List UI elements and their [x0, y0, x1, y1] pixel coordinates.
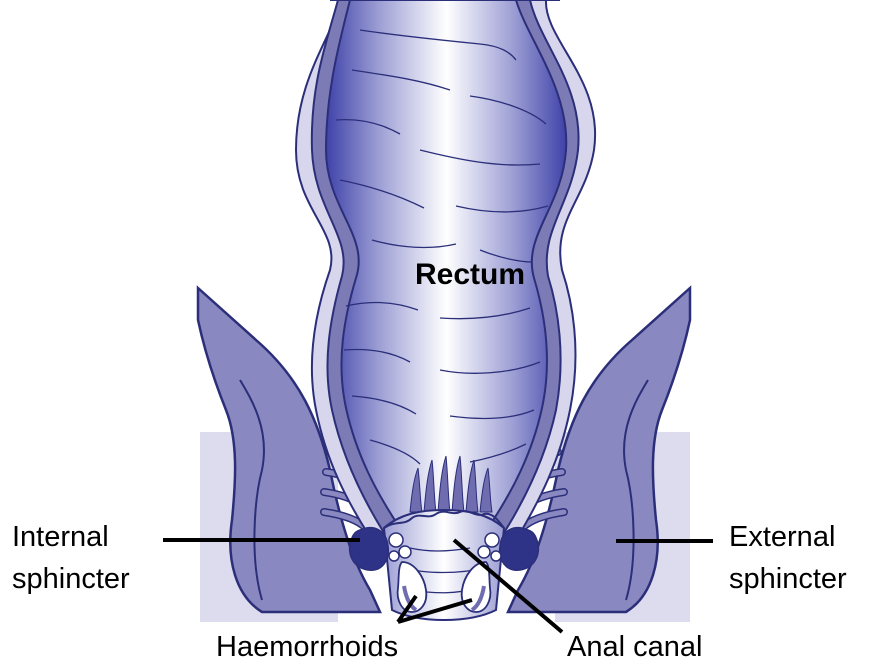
label-rectum: Rectum	[415, 258, 525, 292]
label-anal-canal: Anal canal	[567, 630, 702, 664]
label-external-sphincter-line1: External	[729, 520, 835, 554]
label-internal-sphincter-line2: sphincter	[12, 562, 130, 596]
left-internal-sphincter	[350, 528, 389, 571]
label-internal-sphincter-line1: Internal	[12, 520, 109, 554]
label-external-sphincter-line2: sphincter	[729, 562, 847, 596]
label-haemorrhoids: Haemorrhoids	[216, 630, 398, 664]
right-internal-sphincter	[500, 528, 539, 571]
